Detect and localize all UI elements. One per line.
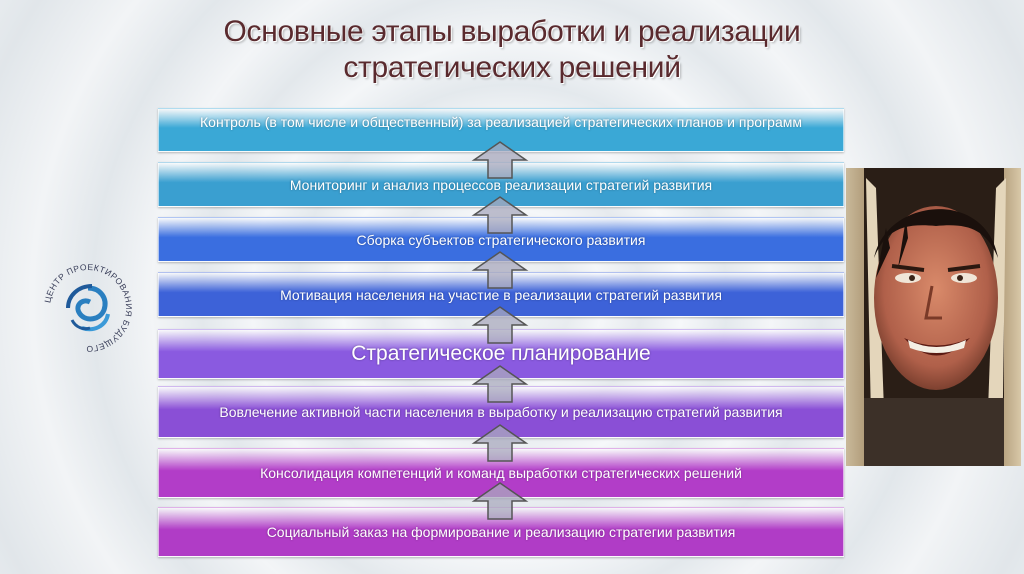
up-arrow-icon <box>471 365 529 403</box>
up-arrow-icon <box>471 306 529 344</box>
portrait-photo <box>846 168 1021 466</box>
stage-label: Социальный заказ на формирование и реали… <box>266 524 736 540</box>
stage-label: Сборка субъектов стратегического развити… <box>356 231 646 248</box>
page-title: Основные этапы выработки и реализации ст… <box>0 14 1024 86</box>
title-line-2: стратегических решений <box>343 51 681 84</box>
up-arrow-icon <box>471 196 529 234</box>
up-arrow-icon <box>471 251 529 289</box>
stage-label: Вовлечение активной части населения в вы… <box>219 404 783 420</box>
up-arrow-icon <box>471 482 529 520</box>
stage-label: Мониторинг и анализ процессов реализации… <box>289 176 713 193</box>
stage-label: Стратегическое планирование <box>351 342 651 365</box>
spiral-icon <box>66 284 110 332</box>
svg-text:ЦЕНТР ПРОЕКТИРОВАНИЯ БУДУЩЕГО: ЦЕНТР ПРОЕКТИРОВАНИЯ БУДУЩЕГО <box>42 262 134 354</box>
logo: ЦЕНТР ПРОЕКТИРОВАНИЯ БУДУЩЕГО <box>38 258 138 358</box>
up-arrow-icon <box>471 141 529 179</box>
stage-label: Контроль (в том числе и общественный) за… <box>200 114 802 130</box>
stage-label: Мотивация населения на участие в реализа… <box>280 286 722 303</box>
logo-text: ЦЕНТР ПРОЕКТИРОВАНИЯ БУДУЩЕГО <box>42 262 133 354</box>
up-arrow-icon <box>471 424 529 462</box>
title-line-1: Основные этапы выработки и реализации <box>223 15 801 48</box>
stage-label: Консолидация компетенций и команд вырабо… <box>260 465 742 481</box>
